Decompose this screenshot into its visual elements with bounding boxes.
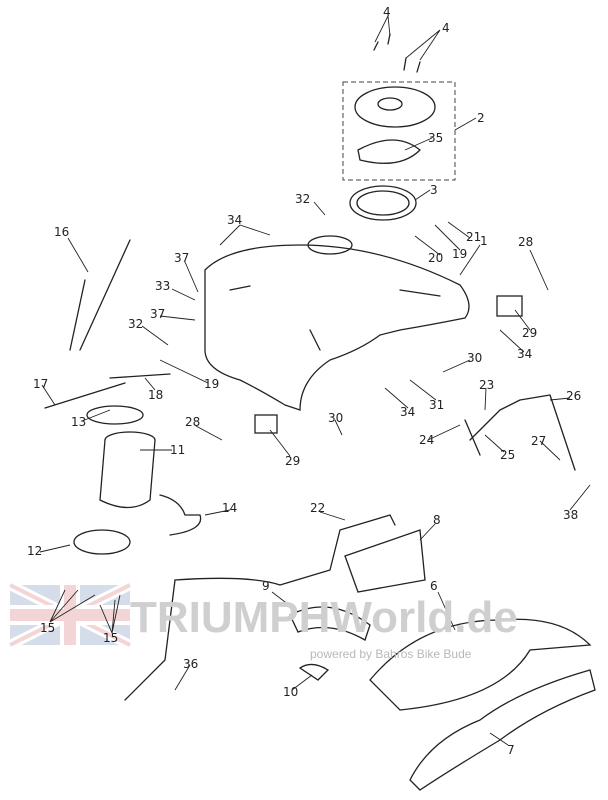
callout: 10	[283, 685, 298, 699]
callout: 35	[428, 131, 443, 145]
callout: 17	[33, 377, 48, 391]
watermark: TRIUMPHWorld.de powered by Bahros Bike B…	[130, 593, 518, 661]
callout: 4	[383, 5, 391, 19]
hoses-and-brackets	[44, 239, 596, 791]
callout: 11	[170, 443, 185, 457]
leader-lines	[39, 15, 591, 746]
watermark-tagline: powered by Bahros Bike Bude	[310, 647, 472, 661]
callout: 15	[103, 631, 118, 645]
callout: 28	[518, 235, 533, 249]
callout: 29	[522, 326, 537, 340]
callout: 16	[54, 225, 69, 239]
callout: 1	[480, 234, 488, 248]
callout: 9	[262, 579, 270, 593]
callout: 3	[430, 183, 438, 197]
callout: 32	[295, 192, 310, 206]
callout: 15	[40, 621, 55, 635]
callout: 24	[419, 433, 434, 447]
callout: 34	[227, 213, 242, 227]
callout: 8	[433, 513, 441, 527]
callout: 22	[310, 501, 325, 515]
callout: 26	[566, 389, 581, 403]
callout: 30	[467, 351, 482, 365]
callout: 33	[155, 279, 170, 293]
callout: 13	[71, 415, 86, 429]
callout: 34	[400, 405, 415, 419]
callout: 19	[452, 247, 467, 261]
fuel-cap-assembly	[342, 33, 456, 221]
callout: 23	[479, 378, 494, 392]
callout: 29	[285, 454, 300, 468]
callout: 34	[517, 347, 532, 361]
callout: 14	[222, 501, 237, 515]
union-flag-icon	[7, 580, 133, 650]
callout: 2	[477, 111, 485, 125]
callout: 38	[563, 508, 578, 522]
callout: 37	[174, 251, 189, 265]
callout: 31	[429, 398, 444, 412]
callout: 12	[27, 544, 42, 558]
callout: 32	[128, 317, 143, 331]
callout: 37	[150, 307, 165, 321]
callout: 28	[185, 415, 200, 429]
callout: 25	[500, 448, 515, 462]
callout: 4	[442, 21, 450, 35]
callout: 36	[183, 657, 198, 671]
fuel-tank	[204, 235, 470, 411]
callout: 20	[428, 251, 443, 265]
callout: 19	[204, 377, 219, 391]
callout: 6	[430, 579, 438, 593]
callout: 27	[531, 434, 546, 448]
callout: 30	[328, 411, 343, 425]
callout: 18	[148, 388, 163, 402]
watermark-brand: TRIUMPHWorld.de	[130, 593, 518, 642]
fuel-pump	[73, 405, 202, 555]
callout-labels: 4 4 2 35 3 32 34 21 19 20 1 16 37 28 33 …	[27, 5, 581, 757]
callout: 21	[466, 230, 481, 244]
callout: 7	[507, 743, 515, 757]
